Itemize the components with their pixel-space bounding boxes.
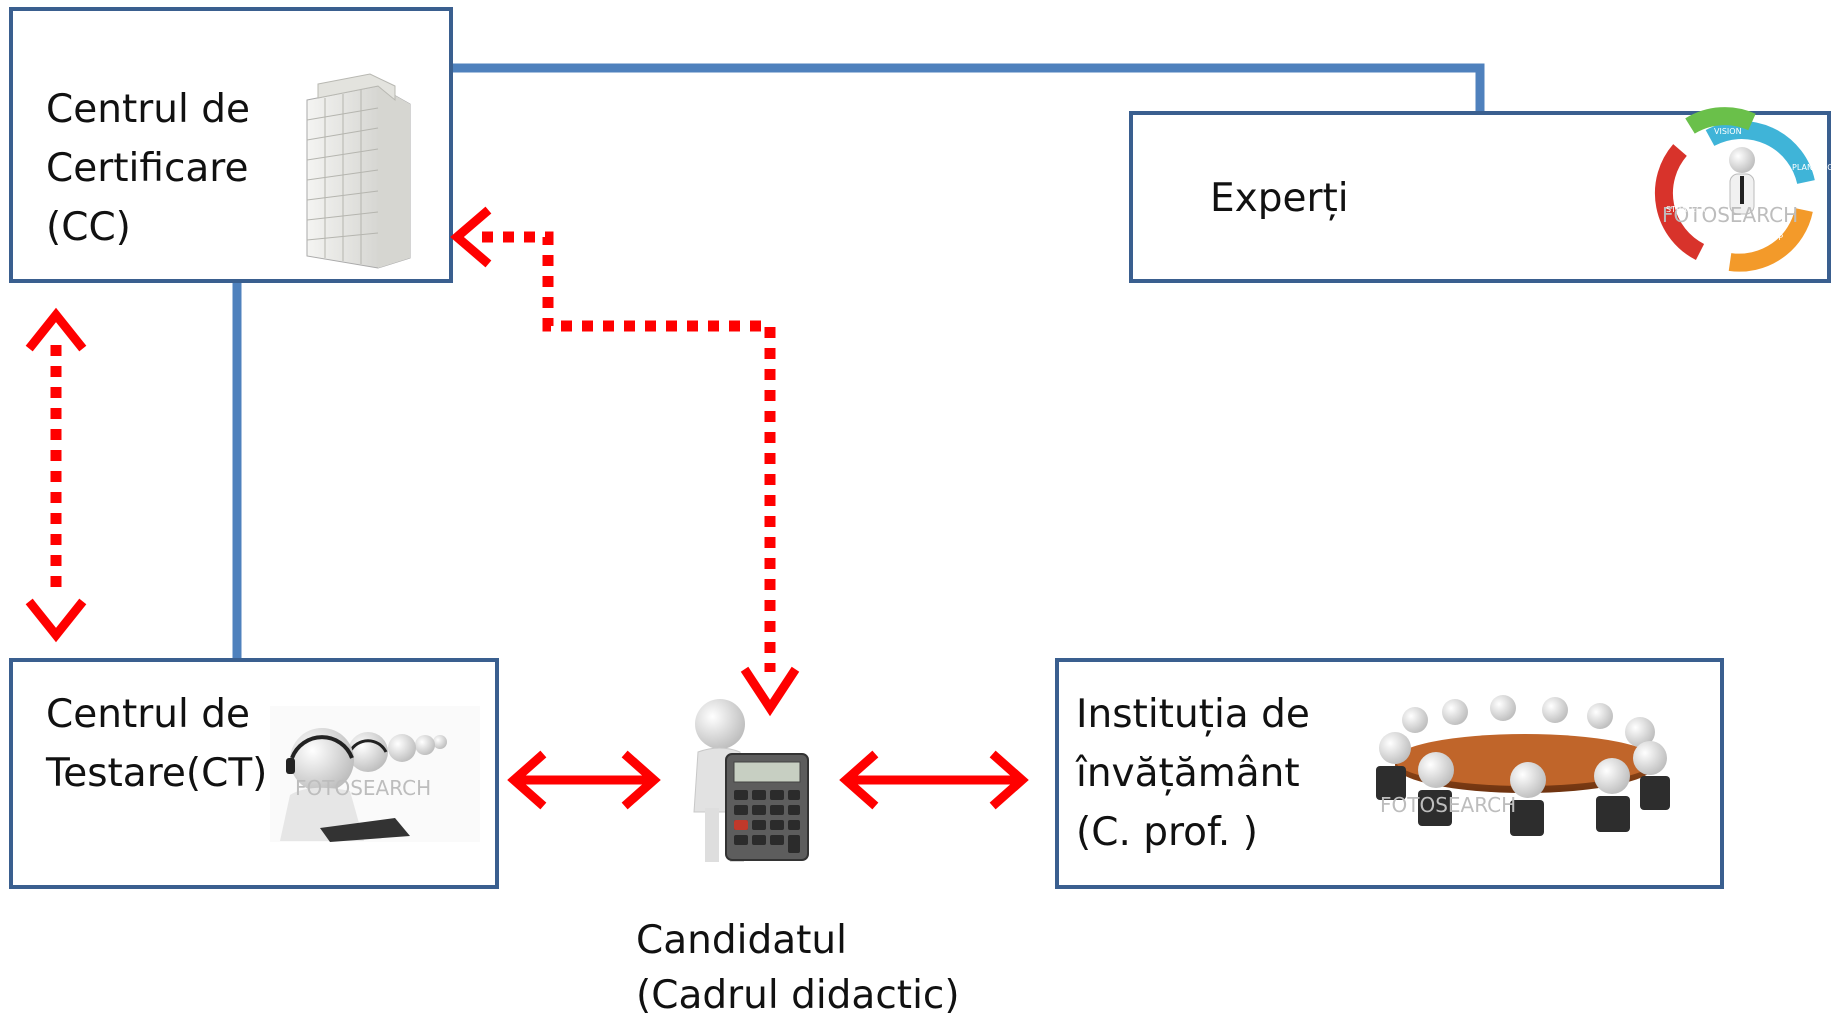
experti-watermark: FOTOSEARCH	[1662, 203, 1798, 227]
institutie-watermark: FOTOSEARCH	[1380, 793, 1516, 817]
call-center-operators-icon: FOTOSEARCH	[270, 706, 480, 842]
label-candidat: Candidatul (Cadrul didactic)	[636, 918, 960, 1018]
dotted-elbow-path	[482, 231, 776, 672]
arrow-ct-candidat	[507, 750, 661, 810]
dotted-arrow-cc-ct	[25, 307, 87, 643]
cc-line-3: (CC)	[46, 205, 131, 250]
label-ct: Centrul de Testare(CT)	[45, 692, 267, 796]
solid-connectors	[232, 63, 1485, 660]
ct-line-1: Centrul de	[46, 692, 250, 737]
arrowhead-up	[25, 307, 87, 352]
arrow-candidat-institutie	[839, 750, 1029, 810]
arrowhead-left	[450, 206, 492, 268]
ct-line-2: Testare(CT)	[45, 751, 267, 796]
arrowhead-down	[25, 598, 87, 643]
label-institutie: Instituția de învățământ (C. prof. )	[1075, 692, 1310, 855]
cycle-label-2: PLANNING	[1792, 163, 1833, 172]
cycle-label-1: VISION	[1714, 127, 1742, 136]
institutie-line-3: (C. prof. )	[1076, 810, 1258, 855]
label-cc: Centrul de Certificare (CC)	[46, 87, 250, 250]
cc-line-2: Certificare	[46, 146, 248, 191]
connector-cc-experti	[450, 63, 1485, 113]
meeting-table-icon: FOTOSEARCH	[1376, 695, 1670, 836]
institutie-line-1: Instituția de	[1076, 692, 1310, 737]
cc-line-1: Centrul de	[46, 87, 250, 132]
solid-arrows	[507, 750, 1029, 810]
figure-with-calculator-icon	[693, 699, 809, 862]
dotted-arrow-cc-candidat	[450, 206, 800, 717]
cycle-label-4: STRATEGY	[1666, 205, 1707, 214]
ct-watermark: FOTOSEARCH	[295, 776, 431, 800]
office-building-icon	[306, 73, 411, 269]
candidat-line-2: (Cadrul didactic)	[636, 973, 960, 1018]
institutie-line-2: învățământ	[1075, 751, 1300, 796]
label-experti: Experți	[1210, 176, 1349, 221]
cycle-label-3: DEVELOP	[1746, 233, 1783, 242]
candidat-line-1: Candidatul	[636, 918, 847, 963]
arrowhead-down-candidat	[740, 666, 800, 717]
strategy-cycle-icon: FOTOSEARCH VISION PLANNING DEVELOP STRAT…	[1654, 107, 1833, 272]
